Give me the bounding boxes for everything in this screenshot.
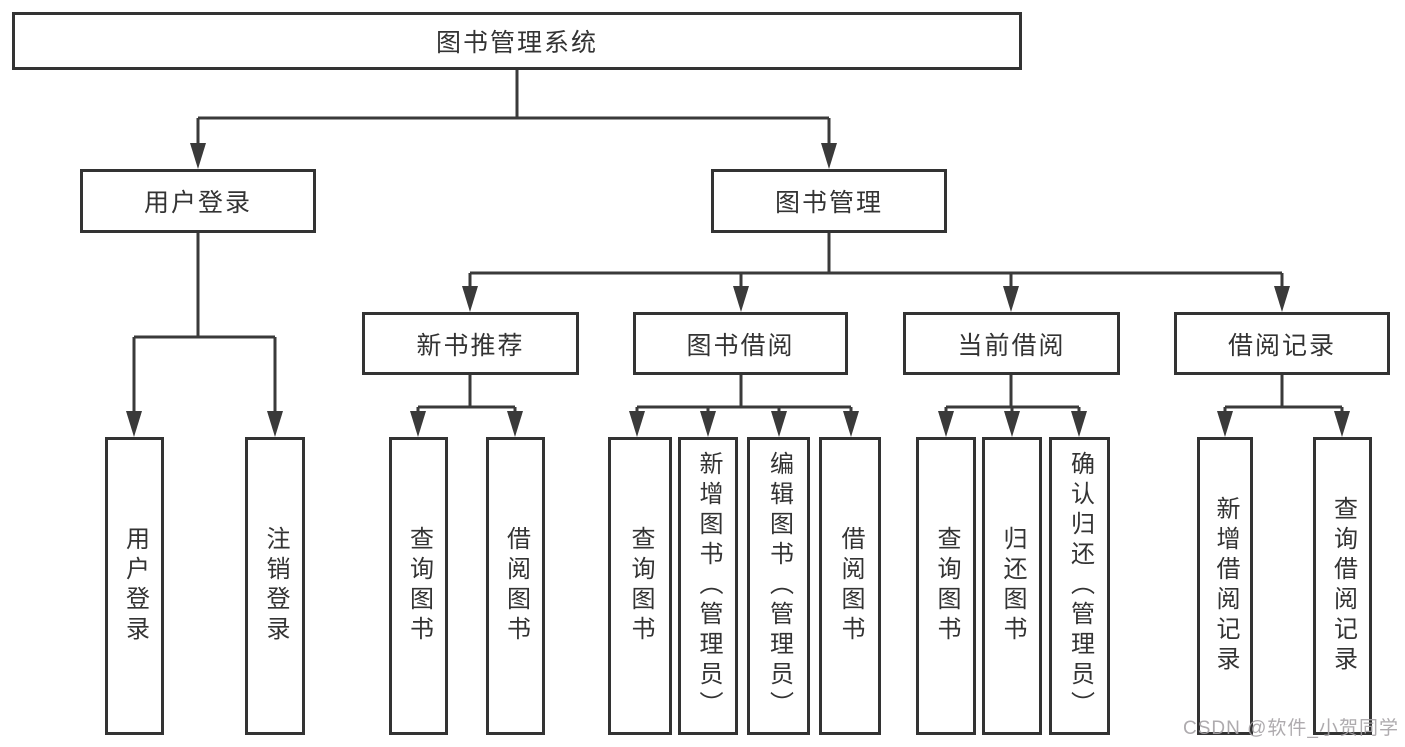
node-label: 图书管理系统 [435, 29, 598, 57]
node-label: 用户登录 [143, 189, 252, 217]
node-leaf-logout: 注销登录 [245, 437, 305, 735]
node-label: 借阅图书 [502, 526, 530, 646]
node-book-management: 图书管理 [711, 169, 947, 233]
node-leaf-borrow-books: 借阅图书 [819, 437, 881, 735]
node-leaf-borrow-books: 借阅图书 [486, 437, 545, 735]
node-leaf-query-books: 查询图书 [389, 437, 448, 735]
node-leaf-query-borrow-record: 查询借阅记录 [1313, 437, 1372, 735]
node-label: 图书借阅 [686, 331, 795, 360]
node-leaf-query-books: 查询图书 [916, 437, 976, 735]
node-label: 图书管理 [774, 189, 883, 217]
node-label: 用户登录 [121, 526, 149, 646]
watermark: CSDN @软件_小贺同学 [1183, 718, 1399, 739]
node-book-borrowing: 图书借阅 [633, 312, 848, 375]
node-current-borrowing: 当前借阅 [903, 312, 1120, 375]
node-label: 注销登录 [262, 526, 289, 646]
node-label: 查询借阅记录 [1329, 496, 1357, 676]
node-label: 确认归还（管理员） [1066, 451, 1094, 721]
node-borrowing-records: 借阅记录 [1174, 312, 1390, 375]
node-label: 新增图书（管理员） [695, 451, 722, 721]
node-label: 查询图书 [627, 526, 654, 646]
node-leaf-user-login: 用户登录 [105, 437, 164, 735]
node-label: 借阅记录 [1227, 331, 1336, 360]
node-label: 归还图书 [999, 526, 1026, 646]
node-leaf-add-borrow-record: 新增借阅记录 [1197, 437, 1253, 735]
node-label: 查询图书 [405, 526, 433, 646]
node-leaf-return-books: 归还图书 [982, 437, 1042, 735]
node-user-login: 用户登录 [80, 169, 316, 233]
node-library-management-system: 图书管理系统 [12, 12, 1022, 70]
node-label: 新书推荐 [416, 331, 525, 360]
node-label: 查询图书 [933, 526, 960, 646]
arrow-down-heads [126, 143, 1350, 437]
node-leaf-confirm-return-admin: 确认归还（管理员） [1049, 437, 1110, 735]
node-leaf-add-books-admin: 新增图书（管理员） [678, 437, 738, 735]
node-label: 编辑图书（管理员） [765, 451, 793, 721]
node-leaf-edit-books-admin: 编辑图书（管理员） [747, 437, 810, 735]
node-new-book-recommendation: 新书推荐 [362, 312, 579, 375]
node-label: 当前借阅 [957, 331, 1066, 360]
node-label: 借阅图书 [837, 526, 864, 646]
node-leaf-query-books: 查询图书 [608, 437, 672, 735]
node-label: 新增借阅记录 [1212, 496, 1239, 676]
